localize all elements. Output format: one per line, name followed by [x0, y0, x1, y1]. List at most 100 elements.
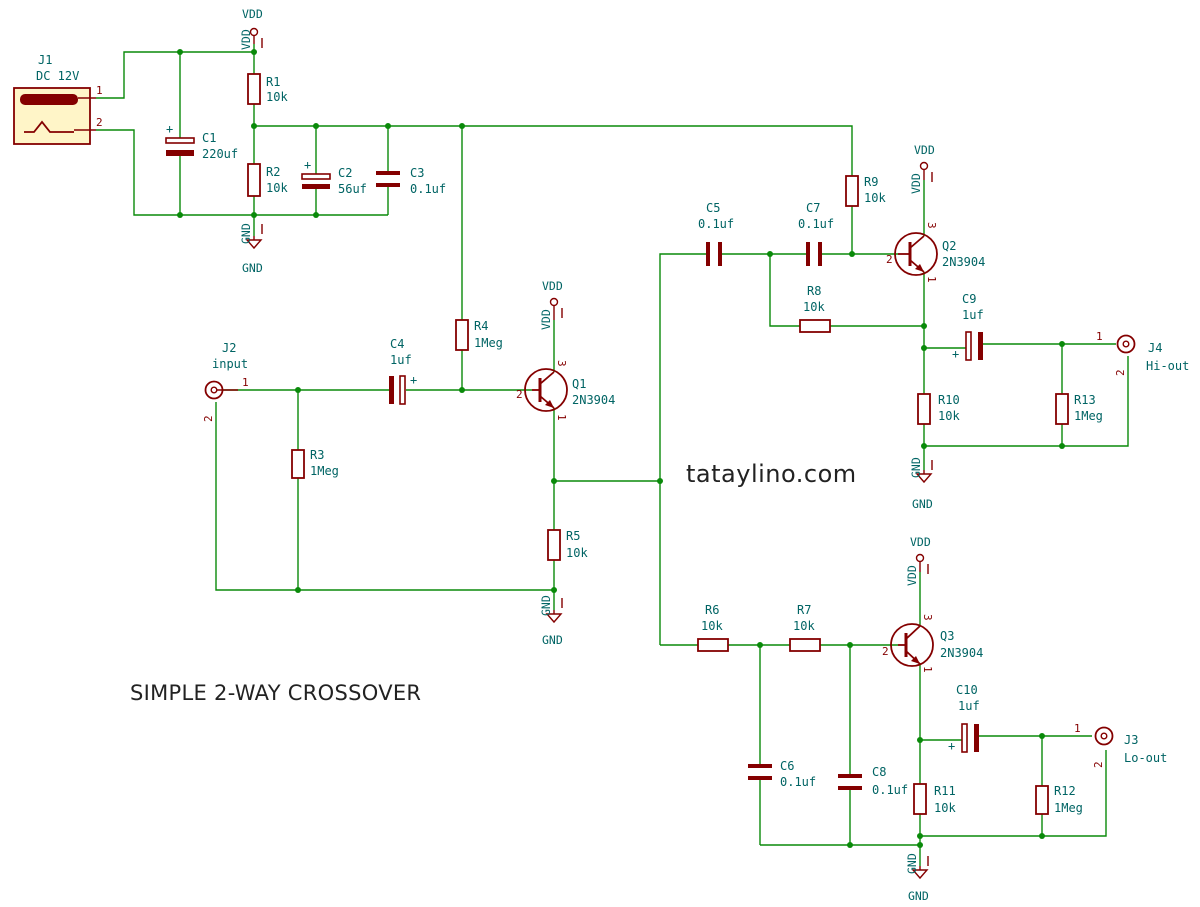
- c6-ref: C6: [780, 759, 794, 773]
- r2-ref: R2: [266, 165, 280, 179]
- resistor-r1: R1 10k: [247, 73, 288, 105]
- c1-plus: +: [166, 122, 173, 136]
- c4-ref: C4: [390, 337, 404, 351]
- junction-dot: [847, 842, 853, 848]
- vdd-symbol: VDD VDD: [905, 535, 931, 586]
- resistor-r10: R10 10k: [917, 393, 960, 425]
- capacitor-c1: + C1 220uf: [165, 122, 238, 161]
- q1-pin3: 3: [555, 360, 568, 367]
- connector-j4: J4 Hi-out 1 2: [1096, 330, 1189, 376]
- q3-pin1: 1: [921, 666, 934, 673]
- q3-value: 2N3904: [940, 646, 983, 660]
- wire-j1-pin1: [96, 51, 254, 99]
- vdd-label: VDD: [910, 535, 931, 549]
- dc-jack-plug: [20, 94, 78, 105]
- gnd-label: GND: [908, 889, 929, 903]
- r6-ref: R6: [705, 603, 719, 617]
- r3-value: 1Meg: [310, 464, 339, 478]
- r7-value: 10k: [793, 619, 815, 633]
- q2-pin2: 2: [886, 253, 893, 266]
- resistor-r13: R13 1Meg: [1055, 393, 1103, 425]
- gnd-net-label: GND: [239, 223, 253, 244]
- junction-dot: [921, 323, 927, 329]
- q2-pin3: 3: [925, 222, 938, 229]
- wire-hi-gnd-rail: [924, 356, 1129, 447]
- junction-dot: [551, 478, 557, 484]
- q3-pin2: 2: [882, 645, 889, 658]
- c8-ref: C8: [872, 765, 886, 779]
- vdd-label: VDD: [542, 279, 563, 293]
- gnd-symbol: GND GND: [905, 853, 929, 903]
- j2-pin2-number: 2: [202, 415, 215, 422]
- c7-ref: C7: [806, 201, 820, 215]
- c3-value: 0.1uf: [410, 182, 446, 196]
- vdd-net-label: VDD: [905, 565, 919, 586]
- c8-value: 0.1uf: [872, 783, 908, 797]
- gnd-symbol: GND GND: [239, 223, 263, 275]
- r3-ref: R3: [310, 448, 324, 462]
- c9-ref: C9: [962, 292, 976, 306]
- junction-dot: [251, 49, 257, 55]
- j1-ref: J1: [38, 53, 52, 67]
- resistor-r2: R2 10k: [247, 163, 288, 197]
- r7-ref: R7: [797, 603, 811, 617]
- vdd-symbol: VDD VDD: [909, 143, 935, 194]
- c10-plus: +: [948, 739, 955, 753]
- capacitor-c3: C3 0.1uf: [376, 166, 446, 196]
- resistor-r7: R7 10k: [789, 603, 821, 652]
- resistor-r11: R11 10k: [913, 783, 956, 815]
- junction-dot: [757, 642, 763, 648]
- wire-bias-rail: [254, 125, 853, 176]
- capacitor-c4: + C4 1uf: [389, 337, 417, 405]
- gnd-net-label: GND: [539, 595, 553, 616]
- r2-value: 10k: [266, 181, 288, 195]
- q3-pin3: 3: [921, 614, 934, 621]
- resistor-r5: R5 10k: [547, 529, 588, 561]
- junction-dot: [459, 387, 465, 393]
- junction-dot: [295, 387, 301, 393]
- resistors: R1 10k R2 10k R3 1Meg R4 1Meg R5 10k R6 …: [247, 73, 1103, 815]
- coax-connectors: J2 input 1 2 J4 Hi-out 1 2 J3 Lo-out 1 2: [202, 330, 1189, 768]
- c10-value: 1uf: [958, 699, 980, 713]
- vdd-label: VDD: [242, 7, 263, 21]
- c2-ref: C2: [338, 166, 352, 180]
- capacitor-c2: + C2 56uf: [301, 158, 367, 196]
- junction-dot: [551, 587, 557, 593]
- junction-dot: [177, 49, 183, 55]
- resistor-r4: R4 1Meg: [455, 319, 503, 351]
- junction-dot: [295, 587, 301, 593]
- capacitor-c6: C6 0.1uf: [748, 759, 816, 789]
- r5-ref: R5: [566, 529, 580, 543]
- junction-dot: [917, 842, 923, 848]
- junction-dot: [917, 833, 923, 839]
- junction-dot: [1059, 341, 1065, 347]
- gnd-label: GND: [242, 261, 263, 275]
- junction-dot: [657, 478, 663, 484]
- resistor-r3: R3 1Meg: [291, 448, 339, 479]
- junction-dot: [459, 123, 465, 129]
- junctions: [177, 49, 1065, 848]
- c4-value: 1uf: [390, 353, 412, 367]
- vdd-net-label: VDD: [909, 173, 923, 194]
- c9-value: 1uf: [962, 308, 984, 322]
- r4-value: 1Meg: [474, 336, 503, 350]
- r11-value: 10k: [934, 801, 956, 815]
- gnd-net-label: GND: [905, 853, 919, 874]
- junction-dot: [849, 251, 855, 257]
- r10-ref: R10: [938, 393, 960, 407]
- r9-ref: R9: [864, 175, 878, 189]
- junction-dot: [1059, 443, 1065, 449]
- r12-value: 1Meg: [1054, 801, 1083, 815]
- c2-plus: +: [304, 158, 311, 172]
- wires: [96, 44, 1129, 866]
- transistor-q2: 2 3 1 Q2 2N3904: [886, 222, 985, 283]
- r4-ref: R4: [474, 319, 488, 333]
- wire-lo-gnd-rail-right: [920, 750, 1107, 837]
- c5-value: 0.1uf: [698, 217, 734, 231]
- q1-value: 2N3904: [572, 393, 615, 407]
- r13-ref: R13: [1074, 393, 1096, 407]
- junction-dot: [251, 123, 257, 129]
- connector-j2: J2 input 1 2: [202, 341, 249, 422]
- c1-value: 220uf: [202, 147, 238, 161]
